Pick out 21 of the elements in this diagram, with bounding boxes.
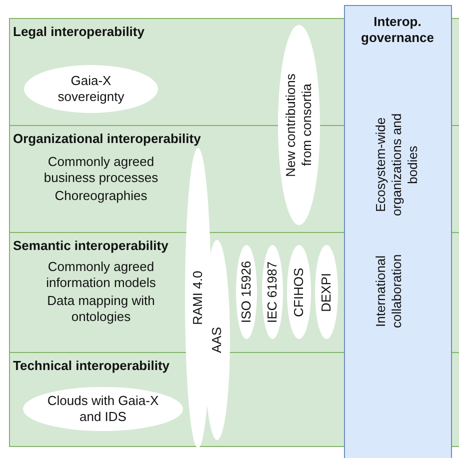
column-item: Ecosystem-wide organizations and bodies: [373, 112, 421, 218]
layer-item: Commonly agreed business processes: [42, 154, 160, 186]
standard-oval: CFIHOS: [287, 245, 311, 339]
standard-oval: DEXPI: [315, 245, 338, 339]
layer-heading: Semantic interoperability: [13, 238, 168, 254]
node-label: RAMI 4.0: [190, 270, 205, 326]
standard-oval: Gaia-X sovereignty: [24, 65, 158, 113]
layer-heading: Technical interoperability: [13, 358, 170, 374]
layer-heading: Legal interoperability: [13, 24, 144, 40]
layer-band: [9, 352, 345, 447]
standard-oval: ISO 15926: [236, 245, 257, 339]
node-label: AAS: [209, 327, 224, 354]
column-item: International collaboration: [373, 253, 405, 330]
column-heading: Interop. governance: [360, 14, 435, 46]
layer-item: Commonly agreed information models: [45, 259, 157, 291]
governance-column: [344, 5, 452, 458]
layer-item: Data mapping with ontologies: [46, 293, 156, 325]
layer-item: Choreographies: [54, 188, 148, 204]
standard-oval: IEC 61987: [262, 245, 283, 339]
standard-oval: Clouds with Gaia-X and IDS: [23, 387, 183, 431]
layer-heading: Organizational interoperability: [13, 131, 201, 147]
